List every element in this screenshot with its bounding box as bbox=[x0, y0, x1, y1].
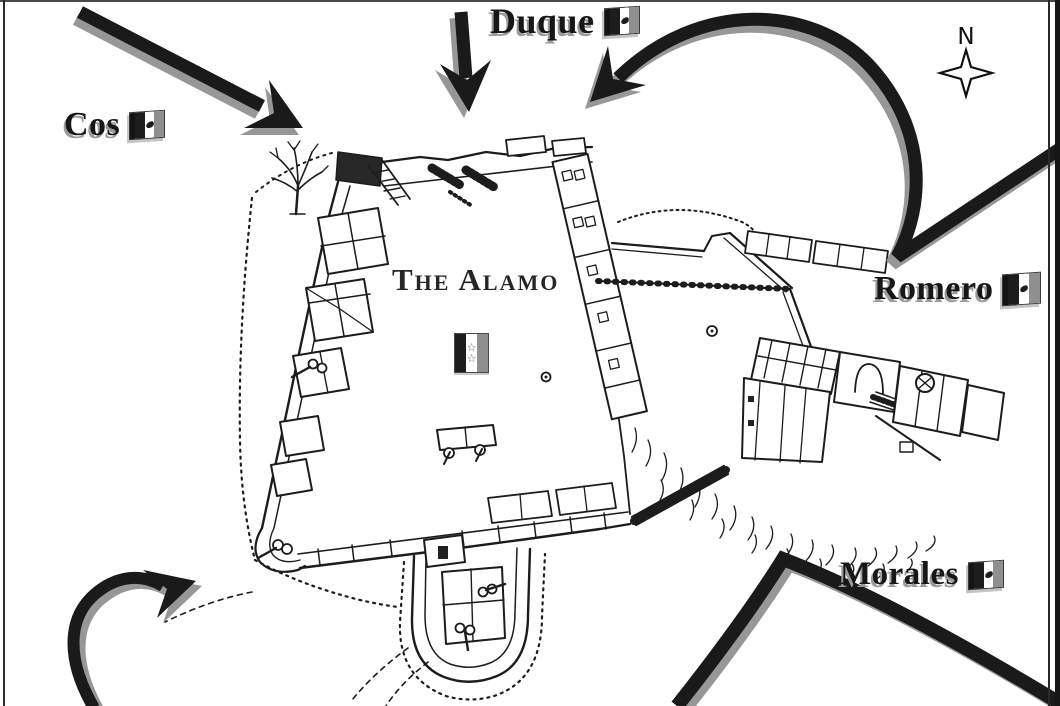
morales-label-text: Morales bbox=[840, 556, 959, 592]
fort-title: The Alamo bbox=[392, 262, 560, 297]
page-border-right-inner bbox=[1048, 0, 1050, 706]
page-border-top bbox=[0, 0, 1060, 2]
main-gate-lunette bbox=[410, 534, 532, 683]
cos-label: Cos bbox=[64, 106, 166, 144]
southwest-attack-arrow bbox=[67, 570, 202, 706]
plaza-well bbox=[540, 371, 552, 383]
morales-attack-arrow bbox=[671, 550, 1060, 706]
compass-north-label: N bbox=[957, 24, 975, 50]
southwest-bastion bbox=[254, 526, 307, 573]
church-complex bbox=[741, 337, 1005, 464]
plaza-cannon-platform bbox=[436, 424, 497, 465]
mexican-flag-icon bbox=[967, 559, 1004, 590]
morales-label: Morales bbox=[840, 556, 1004, 593]
mexican-flag-icon bbox=[603, 5, 640, 37]
eagle-emblem bbox=[1019, 284, 1030, 293]
flag-star: ☆ bbox=[466, 352, 477, 365]
cos-attack-arrow bbox=[73, 6, 303, 135]
romero-attack-arrow bbox=[585, 12, 1060, 270]
mexican-flag-icon bbox=[129, 109, 166, 141]
page-border-left bbox=[3, 0, 5, 706]
duque-label: Duque bbox=[490, 0, 640, 42]
eagle-emblem bbox=[145, 120, 155, 129]
eagle-emblem bbox=[983, 570, 994, 579]
flagpole bbox=[604, 8, 610, 36]
eagle-emblem bbox=[619, 16, 629, 25]
duque-attack-arrow bbox=[435, 11, 491, 118]
cattle-pen bbox=[595, 230, 889, 355]
alamo-fort-illustration bbox=[164, 135, 1005, 706]
west-wall bbox=[260, 180, 389, 530]
tree-icon bbox=[269, 140, 329, 216]
north-wall bbox=[335, 135, 594, 208]
duque-label-text: Duque bbox=[490, 1, 595, 41]
long-barracks bbox=[551, 152, 648, 421]
cos-label-text: Cos bbox=[64, 106, 121, 143]
mexican-flag-icon bbox=[1002, 271, 1042, 307]
romero-label-text: Romero bbox=[874, 270, 994, 307]
page-border-right-outer bbox=[1055, 0, 1060, 706]
compass-rose-icon bbox=[935, 46, 997, 100]
south-wall bbox=[297, 397, 632, 570]
alamo-garrison-flag-icon: ☆ ☆ bbox=[454, 333, 489, 373]
palisade bbox=[630, 464, 730, 527]
flag-star: ☆ bbox=[466, 341, 477, 354]
romero-label: Romero bbox=[874, 270, 1042, 308]
